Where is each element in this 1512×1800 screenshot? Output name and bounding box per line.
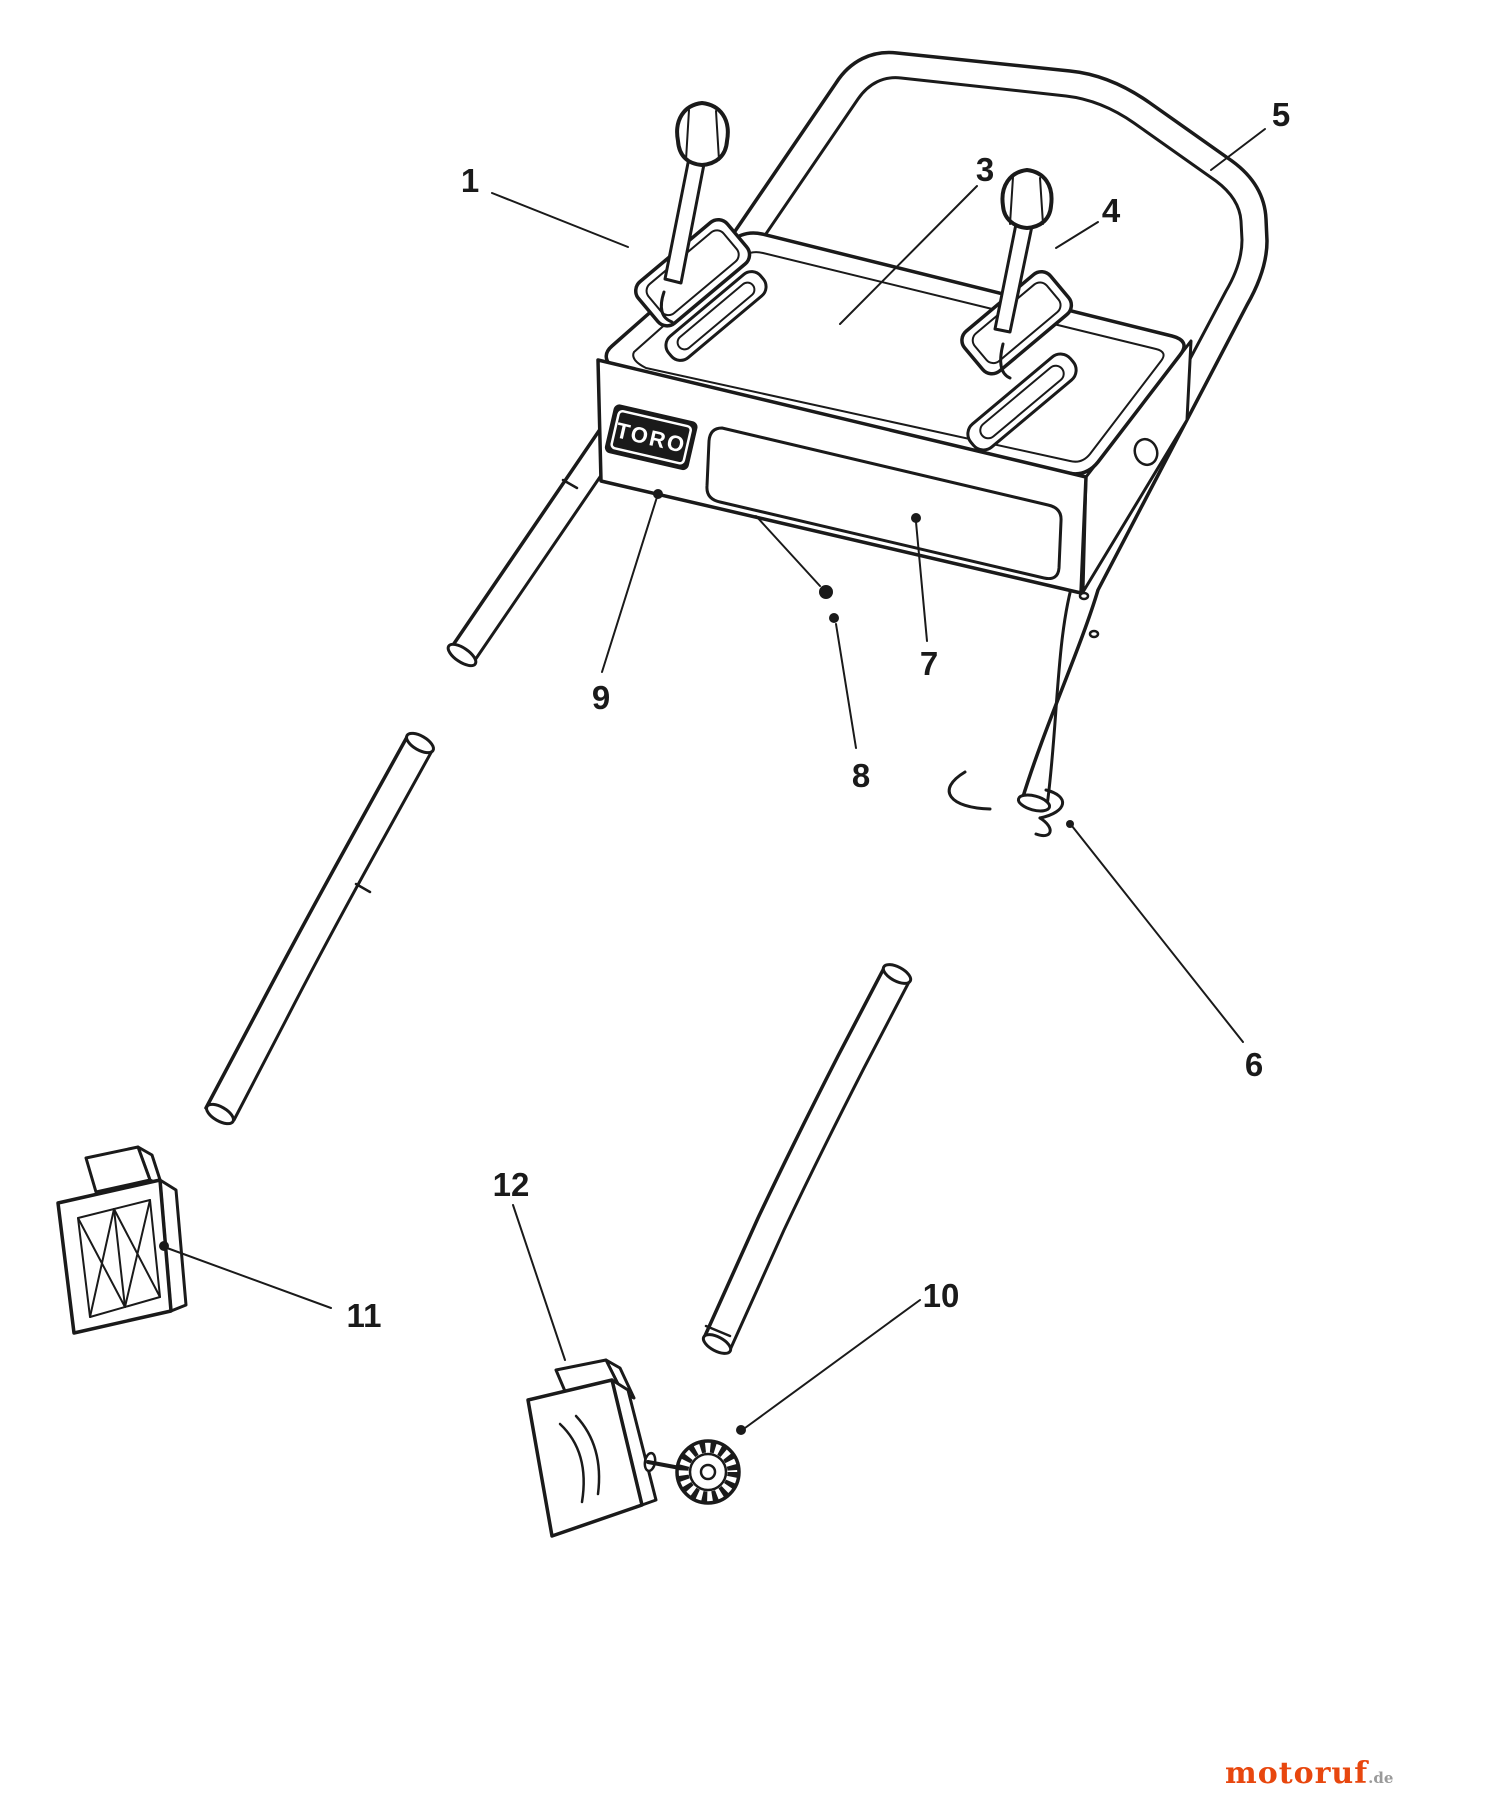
- watermark-name: motoruf: [1225, 1756, 1369, 1791]
- upper-handle: [446, 50, 1269, 813]
- console-recess-panel: [705, 426, 1063, 580]
- callout-3: 3: [976, 151, 994, 188]
- leader-line-10: [744, 1299, 921, 1429]
- callout-5: 5: [1272, 96, 1290, 133]
- wire-tie-right-arc: [1038, 788, 1065, 820]
- lower-tube-left-inner: [232, 747, 435, 1122]
- callout-6: 6: [1245, 1046, 1263, 1083]
- wire-tie-hook: [1034, 816, 1052, 837]
- bracket-right-slot-curve-1: [558, 1422, 585, 1504]
- callout-9: 9: [592, 679, 610, 716]
- lever-right-knob-facet-1: [1009, 176, 1014, 225]
- handle-bracket-right: [526, 1358, 658, 1538]
- leader-line-4: [1055, 221, 1099, 249]
- wire-tie: [947, 770, 1065, 837]
- bracket-right-slot-curve-2: [574, 1414, 601, 1496]
- toro-badge-border: [610, 409, 692, 465]
- lower-tube-right-mark: [704, 1324, 732, 1338]
- lever-left-hook: [659, 290, 674, 324]
- clamp-knob-knurling: [677, 1441, 739, 1503]
- callout-10: 10: [923, 1277, 960, 1314]
- leader-lines: [159, 128, 1266, 1435]
- watermark: motoruf.de: [1225, 1756, 1393, 1791]
- leader-line-9: [601, 496, 658, 673]
- clamp-knob: [643, 1439, 741, 1505]
- callout-1: 1: [461, 162, 479, 199]
- callout-11: 11: [347, 1297, 382, 1334]
- callout-4: 4: [1102, 192, 1121, 229]
- lever-slot-left-outer: [664, 270, 768, 362]
- lever-slot-right-outer: [966, 352, 1078, 452]
- leader-line-3: [839, 185, 978, 325]
- bracket-left-lattice-x1: [77, 1208, 126, 1318]
- wire-tie-left-arc: [947, 770, 992, 811]
- bracket-left-lattice-x2: [113, 1199, 161, 1308]
- lever-right-knob-facet-2: [1039, 177, 1044, 225]
- console-side-hole: [1133, 437, 1159, 467]
- leader-line-11: [166, 1247, 332, 1309]
- leader-dot-11: [159, 1241, 169, 1251]
- lever-left-knob: [675, 101, 730, 167]
- leader-line-12: [512, 1204, 566, 1361]
- handle-tube-end-right: [1016, 793, 1052, 813]
- callout-12: 12: [493, 1166, 530, 1203]
- lower-tube-right-bottom-end: [701, 1333, 733, 1355]
- bracket-left-tab: [84, 1145, 152, 1194]
- lower-tube-left: [204, 731, 435, 1126]
- toro-badge: TORO: [604, 404, 698, 471]
- leader-dot-7: [911, 513, 921, 523]
- screw-tip-dot: [829, 613, 839, 623]
- callout-8: 8: [852, 757, 870, 794]
- lower-tube-left-bottom-end: [205, 1102, 235, 1126]
- lever-slot-left: [664, 270, 768, 362]
- screw-head-dot: [819, 585, 833, 599]
- handle-mark: [561, 478, 579, 490]
- bracket-left-front-face: [56, 1178, 173, 1335]
- lower-tube-left-top-end: [405, 731, 435, 755]
- toro-badge-plate: [604, 404, 698, 471]
- lower-tube-right: [701, 963, 913, 1355]
- control-console: TORO: [596, 231, 1193, 595]
- leader-dot-9: [653, 489, 663, 499]
- upper-handle-inner-edge: [471, 76, 1244, 808]
- lower-tube-left-outer: [204, 735, 409, 1110]
- leader-line-7: [915, 521, 928, 642]
- console-top-inset-line: [632, 251, 1165, 463]
- bracket-right-front-face: [526, 1378, 644, 1538]
- fastener-screw: [755, 515, 839, 623]
- handle-bolt-hole-lower: [1088, 629, 1100, 639]
- bracket-left-lattice-divider: [113, 1208, 126, 1308]
- leader-dot-6: [1066, 820, 1074, 828]
- lower-tube-right-inner: [728, 978, 912, 1352]
- leader-line-6: [1071, 825, 1244, 1043]
- lower-tube-right-outer: [702, 966, 886, 1340]
- upper-handle-outer-edge: [449, 50, 1269, 802]
- leader-line-1: [491, 192, 629, 248]
- leader-line-5: [1210, 128, 1266, 171]
- handle-tube-end-left: [446, 642, 478, 668]
- lever-right-knob: [1000, 168, 1054, 230]
- watermark-tld: .de: [1368, 1769, 1394, 1787]
- screw-link-line: [755, 515, 821, 587]
- lever-slot-right: [966, 352, 1078, 452]
- leader-dot-10: [736, 1425, 746, 1435]
- control-lever-left: [634, 101, 752, 328]
- lever-slot-right-inner: [979, 364, 1065, 440]
- leader-line-8: [835, 623, 857, 749]
- clamp-knob-bolt: [646, 1460, 682, 1470]
- control-lever-right: [960, 168, 1074, 380]
- lever-slot-left-inner: [676, 281, 756, 351]
- clamp-knob-hub: [699, 1463, 717, 1481]
- handle-bracket-left: [56, 1145, 188, 1335]
- lever-left-knob-facet-2: [715, 110, 720, 161]
- callout-7: 7: [920, 645, 938, 682]
- lever-right-hook: [999, 342, 1012, 380]
- lower-tube-left-mark: [354, 882, 372, 894]
- lever-left-knob-facet-1: [685, 109, 690, 161]
- lower-tube-right-top-end: [881, 963, 913, 985]
- callout-numbers: 1 3 4 5 6 7 8 9 10 11 12: [347, 96, 1291, 1334]
